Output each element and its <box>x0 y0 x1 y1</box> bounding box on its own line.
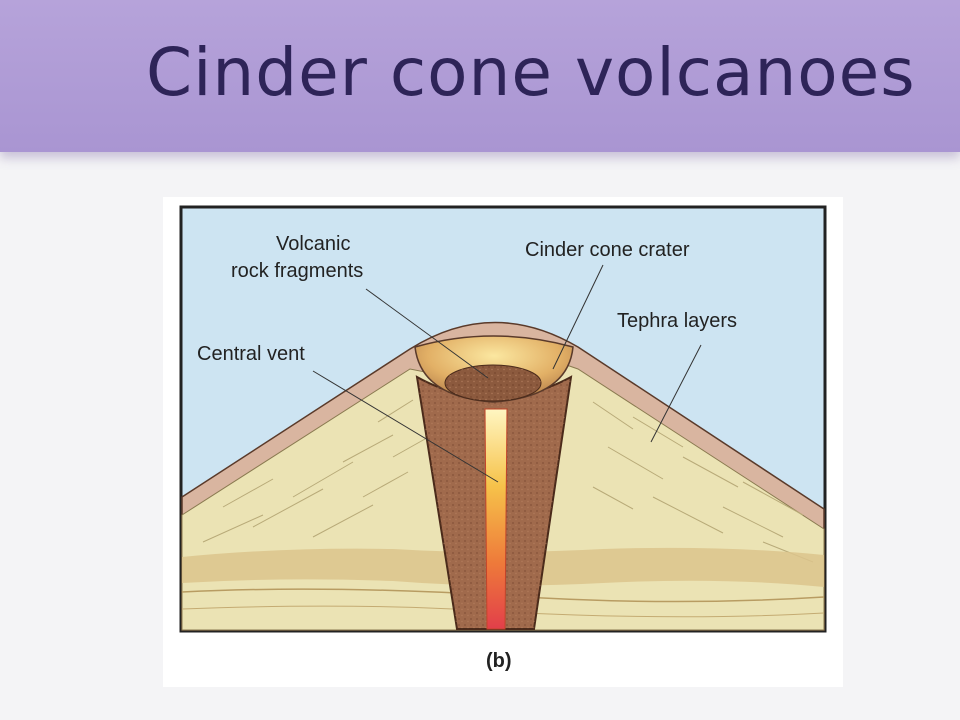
cinder-cone-diagram: Volcanic rock fragments Cinder cone crat… <box>179 205 827 672</box>
label-cinder-cone-crater: Cinder cone crater <box>525 239 690 261</box>
magma-column <box>484 408 508 630</box>
title-bar: Cinder cone volcanoes <box>0 0 960 152</box>
label-volcanic-line1: Volcanic <box>276 233 351 255</box>
slide-title: Cinder cone volcanoes <box>146 34 916 111</box>
figure-caption: (b) <box>486 650 512 672</box>
label-central-vent: Central vent <box>197 343 305 365</box>
label-tephra-layers: Tephra layers <box>617 310 737 332</box>
label-rock-fragments-line2: rock fragments <box>231 260 363 282</box>
volcano-diagram-figure: Volcanic rock fragments Cinder cone crat… <box>163 197 843 687</box>
label-leader-lines <box>312 264 702 483</box>
tephra-hatching <box>202 399 814 563</box>
